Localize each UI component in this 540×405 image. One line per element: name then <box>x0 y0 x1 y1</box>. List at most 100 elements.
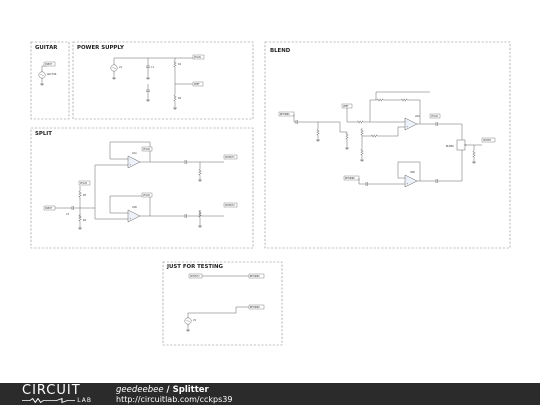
ground-symbol <box>197 179 203 182</box>
logo-bottom-row: LAB <box>22 397 92 404</box>
testing-section-border <box>162 261 283 346</box>
output2-coupling-cap <box>184 213 187 219</box>
c1-label: C1 <box>151 65 155 69</box>
guitar-source-label: GUITAR <box>47 72 57 76</box>
blend-input-resistor-2 <box>369 134 379 138</box>
blend-section-border <box>264 41 511 249</box>
vref-tag-label: VREF <box>194 83 200 86</box>
v1-label: V1 <box>119 65 123 69</box>
guitar-section: GUITAR INPUT GUITAR <box>30 41 70 120</box>
ground-symbol <box>185 329 191 332</box>
opamp-u2b <box>404 174 418 188</box>
return1-bias-resistor <box>316 127 320 137</box>
guitar-source-symbol <box>38 71 46 79</box>
vplus-tag-u1a <box>141 146 153 152</box>
circuit-title-line: geedeebee / Splitter <box>116 385 209 395</box>
blend-section: BLEND RETURN1 VREF U2A VPLUS RETURN2 <box>264 41 511 249</box>
u2a-output-cap <box>435 121 438 127</box>
ground-symbol <box>197 225 203 228</box>
split-section-border <box>30 127 254 249</box>
logo-text-top: CIRCUIT <box>22 383 81 398</box>
title-separator: / <box>163 385 173 395</box>
blend-feedback-resistor-2 <box>399 98 409 102</box>
r4-label: R4 <box>83 218 87 222</box>
return1-test-tag-label: RETURN1 <box>250 275 260 278</box>
testing-section-title: JUST FOR TESTING <box>166 264 224 270</box>
u2b-output-cap <box>435 178 438 184</box>
vplus-tag-u1b <box>141 192 153 198</box>
output1-coupling-cap <box>184 159 187 165</box>
output-resistor <box>472 149 476 159</box>
author-link[interactable]: geedeebee <box>116 385 164 395</box>
input-tag-split-label: INPUT <box>45 207 53 210</box>
return2-tag-label: RETURN2 <box>345 177 355 180</box>
ground-symbol <box>145 99 151 102</box>
vplus-tag-label: VPLUS <box>194 56 202 59</box>
guitar-section-border <box>30 41 70 120</box>
resistor-r3 <box>78 189 82 199</box>
footer-bar: CIRCUIT LAB geedeebee / Splitter http://… <box>0 383 540 405</box>
input-tag-guitar-label: INPUT <box>45 63 53 66</box>
blend-section-title: BLEND <box>270 48 291 54</box>
power-supply-section-border <box>72 41 254 120</box>
ground-symbol <box>315 139 321 142</box>
blend-bias-resistor <box>360 127 364 137</box>
return1-coupling-cap <box>295 119 298 125</box>
vplus-tag-u2a <box>429 113 441 119</box>
power-supply-section: POWER SUPPLY V1 C1 R1 R2 VPLUS VREF <box>72 41 254 120</box>
ground-symbol <box>344 147 350 150</box>
vplus-tag-split <box>78 180 91 186</box>
circuitlab-logo[interactable]: CIRCUIT LAB <box>22 384 96 404</box>
power-supply-section-title: POWER SUPPLY <box>77 45 124 51</box>
ground-symbol <box>77 227 83 230</box>
schematic-canvas: - + GUITAR <box>30 41 511 346</box>
ground-symbol <box>145 77 151 80</box>
blend-feedback-resistor-1 <box>375 98 385 102</box>
v2-source-symbol <box>184 317 192 325</box>
ground-symbol <box>471 161 477 164</box>
u1b-label: U1B <box>132 205 137 209</box>
guitar-section-title: GUITAR <box>35 45 58 51</box>
return2-test-tag-label: RETURN2 <box>250 306 260 309</box>
vplus-tag-u1a-label: VPLUS <box>143 148 151 151</box>
testing-section: JUST FOR TESTING OUTPUT1 RETURN1 RETURN2… <box>162 261 283 346</box>
output-tag-label: OUTPUT <box>483 139 492 142</box>
vref-tag <box>192 81 204 87</box>
ground-symbol <box>172 107 178 110</box>
output1-resistor <box>198 167 202 177</box>
v2-label: V2 <box>193 318 197 322</box>
v1-source-symbol <box>110 64 118 72</box>
capacitor-c3 <box>71 205 74 211</box>
output2-tag-label: OUTPUT2 <box>225 204 235 207</box>
output1-tag <box>223 154 238 160</box>
logo-text-bottom: LAB <box>77 397 92 404</box>
waveform-icon <box>22 398 76 403</box>
ground-symbol <box>359 159 365 162</box>
ground-symbol <box>111 77 117 80</box>
u2b-label: U2B <box>410 170 415 174</box>
r2-label: R2 <box>178 96 182 100</box>
blend-divider-resistor <box>345 131 349 141</box>
resistor-r4 <box>78 213 82 223</box>
circuit-title: Splitter <box>172 385 209 395</box>
resistor-r2 <box>173 93 177 103</box>
blend-potentiometer <box>456 139 466 151</box>
capacitor-c1 <box>145 65 151 68</box>
input-tag-guitar <box>43 61 56 67</box>
return2-coupling-cap <box>365 181 368 187</box>
u1a-label: U1A <box>132 151 137 155</box>
u2a-label: U2A <box>415 114 420 118</box>
capacitor-c2 <box>145 89 151 92</box>
opamp-u2a <box>404 117 418 131</box>
output2-tag <box>223 202 238 208</box>
vplus-tag-split-label: VPLUS <box>80 182 88 185</box>
return1-tag-label: RETURN1 <box>280 113 290 116</box>
vref-tag-blend-label: VREF <box>343 105 349 108</box>
resistor-r1 <box>173 59 177 69</box>
output-tag <box>481 137 496 143</box>
circuit-url-link[interactable]: http://circuitlab.com/cckps39 <box>116 395 233 404</box>
vplus-tag-u2a-label: VPLUS <box>431 115 439 118</box>
blend-pulldown-resistor <box>360 147 364 157</box>
split-section-title: SPLIT <box>35 131 52 137</box>
blend-input-resistor-1 <box>355 120 365 124</box>
